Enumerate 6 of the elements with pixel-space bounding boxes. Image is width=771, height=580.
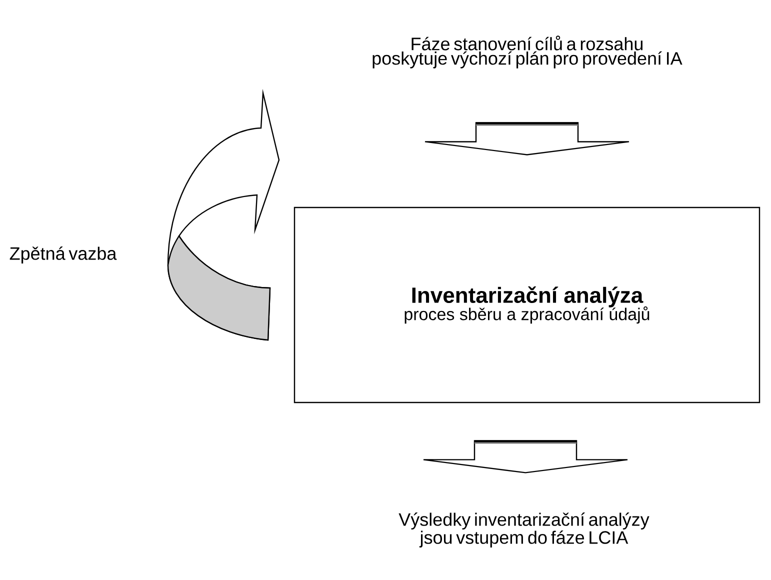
block-arrow [424,122,630,156]
note-text: Výsledky inventarizační analýzy jsou vstupem do fáze LCIA [398,512,650,548]
process-box: Inventarizační analýza proces sběru a zpracování údajů [294,206,760,404]
block-arrow [422,440,628,474]
note-text: Fáze stanovení cílů a rozsahu poskytuje výchozí plán pro provedení IA [372,36,682,68]
feedback-label: Zpětná vazba [10,246,117,264]
